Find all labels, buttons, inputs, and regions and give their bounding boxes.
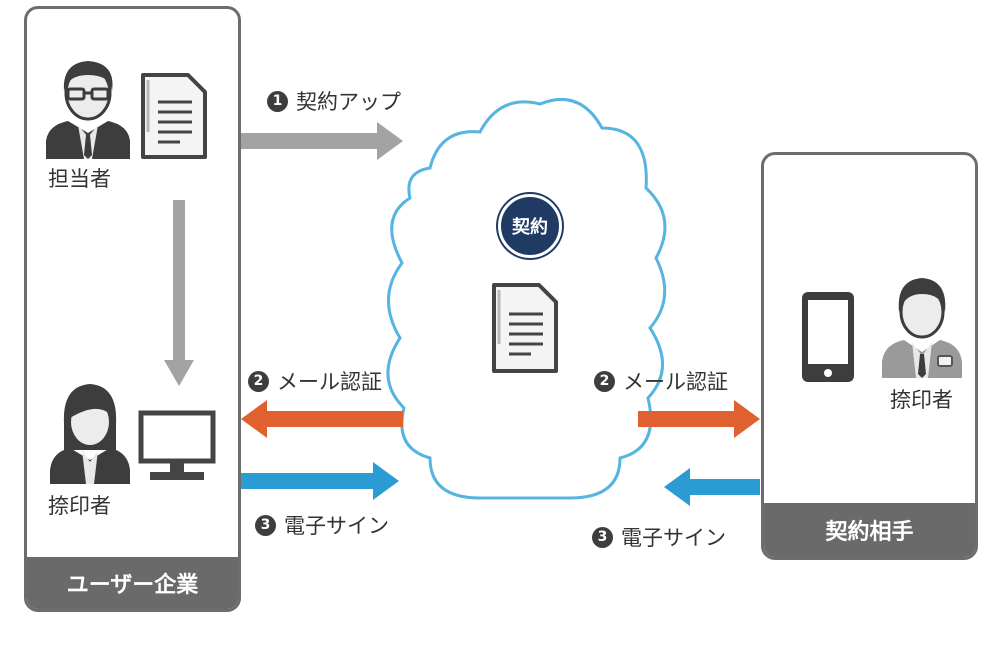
step-esign-right-text: 電子サイン (621, 526, 726, 550)
mail-auth-right-arrow-icon (638, 400, 760, 438)
document-icon (141, 73, 207, 159)
step-number-badge: 2 (594, 370, 615, 392)
step-esign-left-label: 3 電子サイン (255, 510, 389, 540)
step-number-badge: 2 (248, 370, 269, 392)
upload-arrow-icon (241, 122, 403, 160)
step-number-badge: 1 (267, 90, 288, 112)
mail-auth-left-arrow-icon (241, 400, 403, 438)
partner-signer-label: 捺印者 (890, 388, 953, 412)
user-company-footer: ユーザー企業 (27, 557, 238, 609)
step-upload-text: 契約アップ (296, 90, 401, 114)
contract-partner-footer: 契約相手 (764, 503, 975, 557)
step-mail-auth-right-label: 2 メール認証 (594, 366, 728, 396)
step-mail-auth-left-text: メール認証 (277, 370, 382, 394)
monitor-icon (138, 410, 216, 480)
esign-left-arrow-icon (241, 462, 399, 500)
step-number-badge: 3 (255, 514, 276, 536)
step-mail-auth-right-text: メール認証 (623, 370, 728, 394)
left-signer-label: 捺印者 (48, 494, 111, 518)
cloud-document-icon (492, 283, 558, 373)
step-upload-label: 1 契約アップ (267, 86, 401, 116)
partner-signer-person-icon (882, 278, 962, 378)
manager-person-icon (46, 61, 130, 159)
signer-person-icon (50, 384, 130, 484)
esign-right-arrow-icon (664, 468, 760, 506)
contract-badge: 契約 (498, 194, 562, 258)
manager-label: 担当者 (48, 167, 111, 191)
step-esign-right-label: 3 電子サイン (592, 522, 726, 552)
step-number-badge: 3 (592, 526, 613, 548)
down-arrow-icon (164, 200, 194, 386)
step-mail-auth-left-label: 2 メール認証 (248, 366, 382, 396)
step-esign-left-text: 電子サイン (284, 514, 389, 538)
smartphone-icon (802, 292, 854, 382)
